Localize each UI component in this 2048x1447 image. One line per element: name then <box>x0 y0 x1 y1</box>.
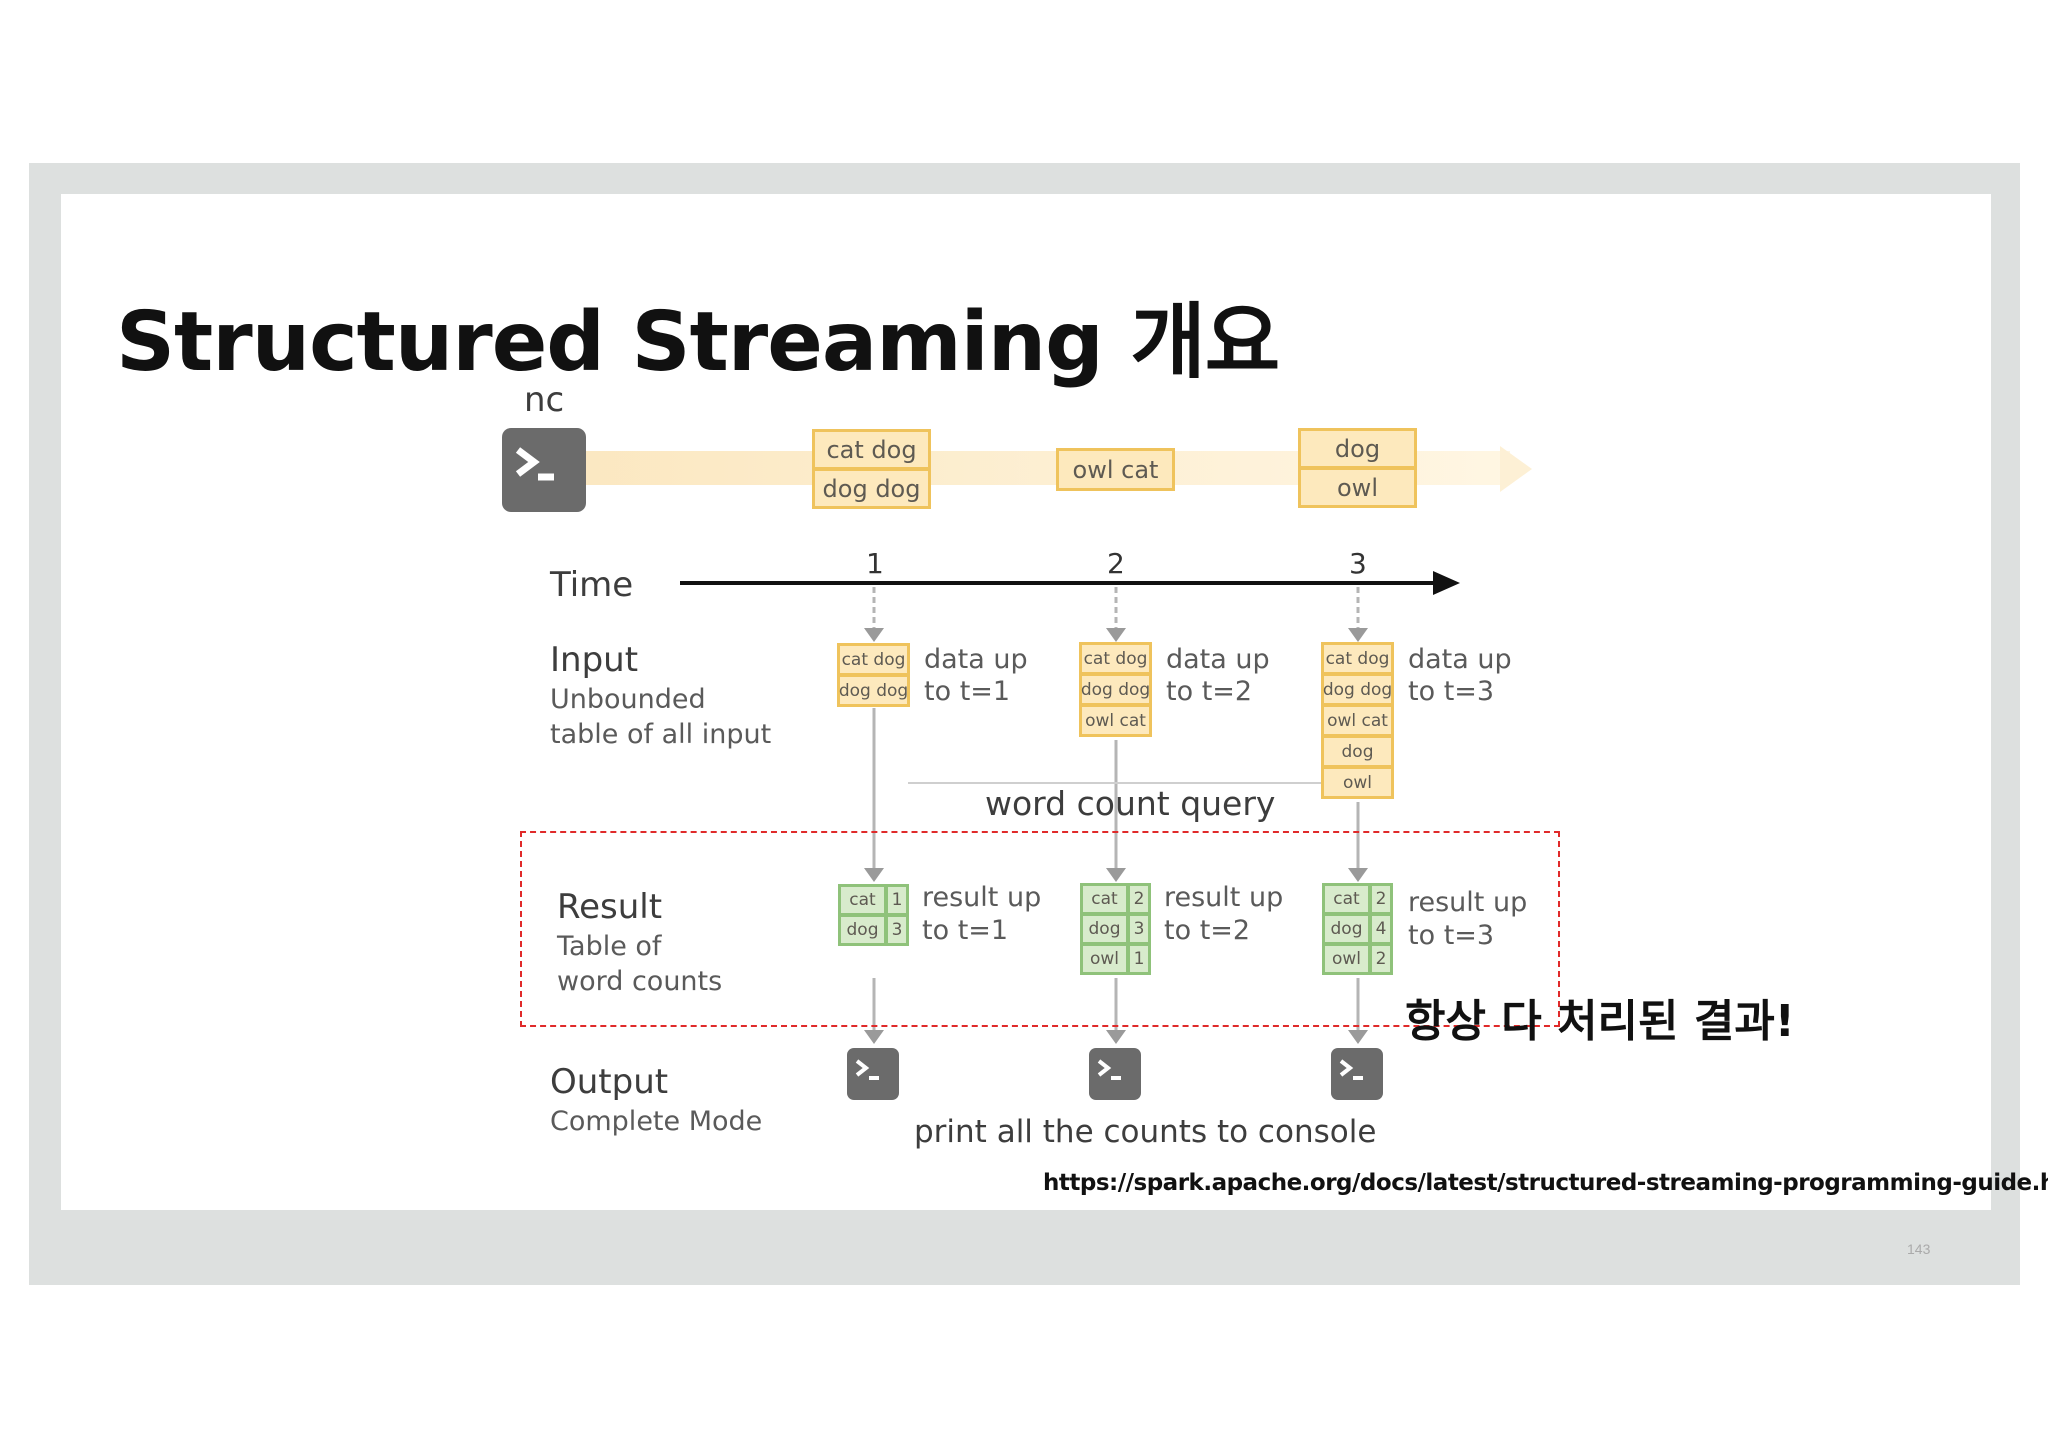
stream-batch-2-line-1: owl cat <box>1056 448 1175 491</box>
result-t3-caption-line-1: result up <box>1408 887 1528 918</box>
result-t1-count-1: 1 <box>885 884 909 916</box>
time-axis-arrowhead <box>1433 571 1460 595</box>
input-t2-caption-line-2: to t=2 <box>1166 676 1253 707</box>
source-url: https://spark.apache.org/docs/latest/str… <box>1043 1170 2048 1196</box>
slide-title: Structured Streaming 개요 <box>116 295 1280 390</box>
result-highlight-box <box>520 831 1560 1027</box>
time-tick-1: 1 <box>866 547 884 580</box>
result-t3-word-1: cat <box>1322 883 1371 915</box>
input-t3-caption-line-2: to t=3 <box>1408 676 1495 707</box>
time-label: Time <box>550 565 634 605</box>
arrowhead <box>864 628 884 642</box>
result-t2-count-1: 2 <box>1127 883 1151 915</box>
stream-batch-3-line-2: owl <box>1298 467 1417 508</box>
stream-batch-1-line-1: cat dog <box>812 429 931 470</box>
result-t2-word-1: cat <box>1080 883 1129 915</box>
terminal-icon <box>847 1048 899 1100</box>
result-t1-count-2: 3 <box>885 914 909 946</box>
input-t3-row-2: dog dog <box>1321 673 1394 706</box>
time-tick-2: 2 <box>1107 547 1125 580</box>
arrowhead <box>1106 628 1126 642</box>
result-t3-word-3: owl <box>1322 943 1371 975</box>
terminal-icon <box>1089 1048 1141 1100</box>
result-t3-caption-line-2: to t=3 <box>1408 920 1495 951</box>
arrowhead <box>1106 868 1126 882</box>
result-t2-count-2: 3 <box>1127 913 1151 945</box>
result-t2-caption-line-2: to t=2 <box>1164 915 1251 946</box>
input-t1-row-2: dog dog <box>837 674 910 707</box>
input-t3-row-1: cat dog <box>1321 642 1394 675</box>
input-t3-row-3: owl cat <box>1321 704 1394 737</box>
input-t2-caption-line-1: data up <box>1166 644 1270 675</box>
output-caption: print all the counts to console <box>914 1114 1377 1150</box>
terminal-icon <box>1331 1048 1383 1100</box>
slide <box>61 194 1991 1210</box>
result-title: Result <box>557 887 663 927</box>
input-t1-caption-line-1: data up <box>924 644 1028 675</box>
input-subtitle-line-2: table of all input <box>550 719 772 750</box>
page-number: 143 <box>1907 1241 1931 1257</box>
input-t3-row-5: owl <box>1321 766 1394 799</box>
stream-batch-1-line-2: dog dog <box>812 468 931 509</box>
time-axis <box>680 581 1435 585</box>
terminal-icon <box>502 428 586 512</box>
result-t1-caption-line-1: result up <box>922 882 1042 913</box>
stream-batch-3-line-1: dog <box>1298 428 1417 469</box>
input-t3-row-4: dog <box>1321 735 1394 768</box>
result-t1-word-1: cat <box>838 884 887 916</box>
result-t2-word-3: owl <box>1080 943 1129 975</box>
result-t1-caption-line-2: to t=1 <box>922 915 1009 946</box>
result-subtitle-line-1: Table of <box>557 931 662 962</box>
arrowhead <box>864 1030 884 1044</box>
result-t3-count-1: 2 <box>1369 883 1393 915</box>
input-t2-row-3: owl cat <box>1079 704 1152 737</box>
result-t1-word-2: dog <box>838 914 887 946</box>
result-t2-caption-line-1: result up <box>1164 882 1284 913</box>
input-t1-row-1: cat dog <box>837 643 910 676</box>
input-t3-caption-line-1: data up <box>1408 644 1512 675</box>
query-label: word count query <box>985 784 1276 823</box>
time-tick-3: 3 <box>1349 547 1367 580</box>
output-title: Output <box>550 1062 669 1102</box>
result-t2-count-3: 1 <box>1127 943 1151 975</box>
output-subtitle: Complete Mode <box>550 1106 763 1137</box>
input-t2-row-2: dog dog <box>1079 673 1152 706</box>
result-t3-count-2: 4 <box>1369 913 1393 945</box>
result-t3-count-3: 2 <box>1369 943 1393 975</box>
result-subtitle-line-2: word counts <box>557 966 723 997</box>
arrowhead <box>1348 628 1368 642</box>
result-t2-word-2: dog <box>1080 913 1129 945</box>
input-title: Input <box>550 640 639 680</box>
arrowhead <box>1106 1030 1126 1044</box>
arrowhead <box>1348 868 1368 882</box>
source-label: nc <box>524 380 565 420</box>
input-stream-arrowhead <box>1500 446 1532 492</box>
arrowhead <box>1348 1030 1368 1044</box>
annotation-note: 항상 다 처리된 결과! <box>1405 996 1795 1047</box>
input-t2-row-1: cat dog <box>1079 642 1152 675</box>
input-t1-caption-line-2: to t=1 <box>924 676 1011 707</box>
result-t3-word-2: dog <box>1322 913 1371 945</box>
arrowhead <box>864 868 884 882</box>
input-subtitle-line-1: Unbounded <box>550 684 706 715</box>
